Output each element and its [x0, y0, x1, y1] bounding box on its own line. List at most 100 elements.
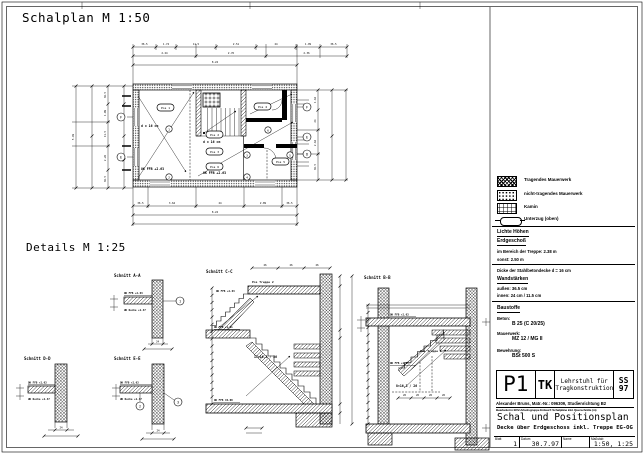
- detail-label: Schnitt E-E: [114, 356, 141, 361]
- logo-box: P1 TK Lehrstuhl für Tragkonstruktion SS …: [496, 370, 634, 399]
- dim-value: 1.99: [305, 42, 312, 46]
- legend-item: Unterzug (oben): [495, 215, 635, 226]
- panel-divider: [492, 264, 635, 265]
- dim-value: 36.5: [103, 91, 107, 98]
- position-bubbles: Pos 1 Pos 2 Pos 3 Pos 4 Pos 5 Pos 6: [156, 102, 290, 171]
- level-annotation: UK Decke +2.47: [28, 397, 50, 401]
- stadium-line-right: [520, 219, 525, 221]
- level-annotation: OK FFB +1.31: [390, 361, 409, 365]
- section-circle-label: F: [120, 116, 122, 120]
- detail-circle-label: 2: [139, 405, 141, 409]
- dim-value: 36.5: [141, 42, 148, 46]
- author-subline: Bearbeitet in EDV-Arbeitsgruppe Entwurf:…: [496, 407, 597, 412]
- panel-divider: [492, 226, 635, 227]
- dim-value: 36.5: [137, 201, 144, 205]
- level-annotation: OK FFB +1.31: [214, 325, 233, 329]
- logo-p1: P1: [497, 371, 535, 398]
- level-annotation: OK FFB ±0.00: [214, 398, 233, 402]
- stadium-swatch-icon: [500, 216, 522, 226]
- dim-value: 2.76: [228, 51, 235, 55]
- dimension-chain-left: 36.5 1.99 11.5 2.26 36.5 5.49: [71, 84, 133, 190]
- plan-annotations: OK FFB +2.63 d = 16 cm OK FFB +2.63 d = …: [141, 124, 226, 175]
- node-circle-label: 4: [246, 175, 248, 179]
- steps-note: 8×16,3 / 26: [396, 384, 417, 388]
- level-annotation: OK FFB +2.63: [28, 381, 47, 385]
- schalplan-heading: Schalplan M 1:50: [22, 10, 151, 25]
- dim-value: 26: [403, 393, 407, 397]
- pos-bubble-label: Pos 3: [210, 150, 219, 154]
- detail-circle-label: 1: [179, 300, 181, 304]
- material-value: B 25 (C 20/25): [512, 321, 545, 327]
- note-line: außen: 36.5 cm: [497, 286, 528, 291]
- legend-item: nicht-tragendes Mauerwerk: [497, 190, 635, 201]
- dim-total: 8.24: [212, 60, 219, 64]
- level-annotation: OK FFB +2.63: [390, 313, 409, 317]
- dim-value: 2.24: [161, 51, 168, 55]
- datum-value: 30.7.97: [531, 440, 559, 448]
- dim-value: 26: [442, 393, 446, 397]
- pos-bubble-label: Pos 1: [161, 106, 170, 110]
- detail-label: Schnitt B-B: [364, 275, 391, 280]
- note-line: im Bereich der Treppe: 2.38 m: [497, 249, 557, 254]
- drawing-subtitle: Decke über Erdgeschoss inkl. Treppe EG-O…: [497, 425, 633, 431]
- dim-value: 2.51: [233, 42, 240, 46]
- level-annotation: UK Decke +2.47: [120, 397, 142, 401]
- detail-schnitt-e: Schnitt E-E OK FFB +2.63 UK Decke +2.47 …: [112, 356, 183, 441]
- dim-value: 24: [218, 201, 222, 205]
- hatch-swatch-icon: [497, 176, 517, 187]
- dimension-chain-top: 36.5 1.74 11.5 2.51 24 1.99 36.5 2.24 2.…: [131, 42, 349, 84]
- details-heading: Details M 1:25: [26, 241, 126, 254]
- legend-label: Tragendes Mauerwerk: [524, 177, 572, 182]
- stair-walk-line: [203, 110, 237, 134]
- dim-total: 8.24: [212, 210, 219, 214]
- chair-line1: Lehrstuhl für: [560, 377, 608, 385]
- detail-label: Schnitt A-A: [114, 273, 141, 278]
- section-cut-marks: [122, 95, 131, 171]
- legend-label: Kamin: [524, 204, 538, 209]
- dimension-chain-right: 1.64 24 2.64 36.5 F E D F E: [116, 88, 348, 182]
- author-line: Alexander Bruns, Matr.-Nr.: 096309, Stud…: [496, 401, 634, 408]
- door-arc: [271, 99, 283, 111]
- detail-label: Schnitt D-D: [24, 356, 51, 361]
- notes-heading-wandstaerken: Wandstärken: [497, 276, 529, 284]
- dim-value: 2.64: [313, 139, 317, 146]
- node-circle-label: 1: [168, 127, 170, 131]
- material-label: Beton:: [497, 316, 511, 321]
- footer-cell-blatt: Blatt 1: [494, 437, 520, 448]
- name-label: Name: [563, 437, 572, 441]
- dimension-chain-bottom: 36.5 3.64 24 2.89 36.5 8.24: [131, 187, 299, 226]
- stadium-line-left: [495, 219, 500, 221]
- plus-swatch-icon: [497, 203, 517, 214]
- dim-value: 24: [313, 119, 317, 123]
- level-annotation: OK FFB +2.63: [203, 171, 226, 175]
- detail-label: Schnitt C-C: [206, 269, 233, 274]
- logo-tk-text: TK: [537, 377, 553, 392]
- semester-bottom: 97: [618, 383, 629, 393]
- legend-label: Unterzug (oben): [524, 216, 559, 221]
- panel-divider: [492, 301, 635, 302]
- dim-value: 1.74: [163, 42, 170, 46]
- detail-schnitt-c: Schnitt C-C 26 26 26: [205, 263, 354, 434]
- level-annotation: OK FFB +2.63: [124, 291, 143, 295]
- dim-value: 1.99: [103, 109, 107, 116]
- notes-heading-lichte-hoehen: Lichte Höhen: [497, 229, 529, 237]
- slab-annotation: d = 16 cm: [203, 140, 220, 144]
- level-annotation: OK FFB +2.63: [216, 289, 235, 293]
- dim-value: 26: [263, 263, 267, 267]
- dim-value: 26: [416, 393, 420, 397]
- level-annotation: UK Decke +2.47: [124, 308, 146, 312]
- semester-top: SS: [618, 375, 629, 385]
- node-circle-label: 6: [267, 128, 269, 132]
- plan-outer-walls: [132, 83, 298, 188]
- blatt-label: Blatt: [495, 437, 502, 441]
- dim-value: 26: [289, 263, 293, 267]
- dim-value: 26: [315, 263, 319, 267]
- dim-value: 24: [156, 340, 160, 344]
- pos-bubble-label: Pos 4: [258, 105, 267, 109]
- footer-cell-name: Name: [562, 437, 590, 448]
- massstab-label: Maßstab: [591, 437, 604, 441]
- dim-value: 36.5: [286, 201, 293, 205]
